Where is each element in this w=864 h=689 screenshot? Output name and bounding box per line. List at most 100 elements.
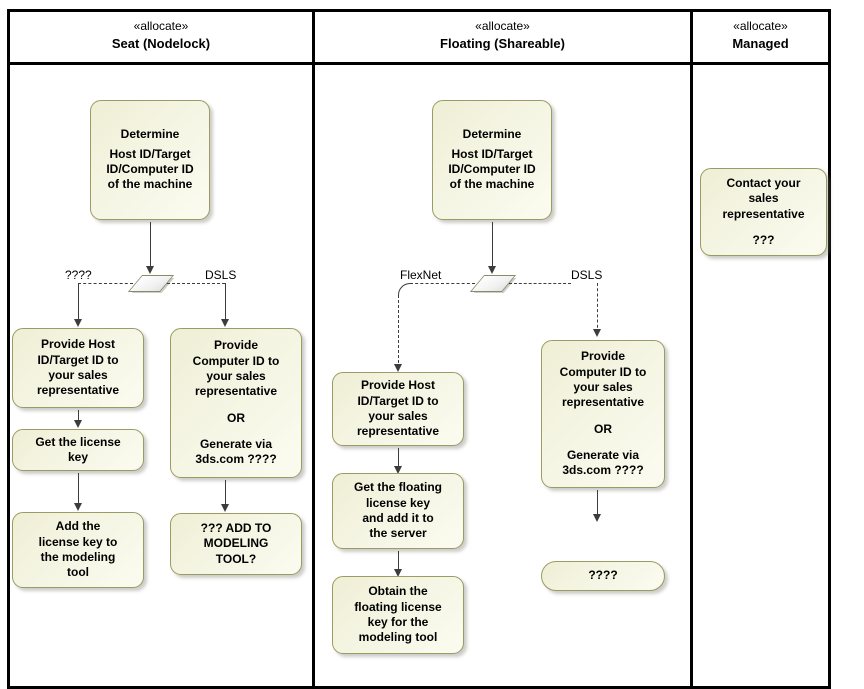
node-line: ID/Computer ID bbox=[106, 162, 194, 176]
node-line: of the machine bbox=[107, 177, 193, 192]
arrowhead-floating-right-1 bbox=[593, 329, 601, 337]
node-line: 3ds.com ???? bbox=[195, 452, 277, 467]
node-line: representative bbox=[561, 395, 645, 410]
lane-stereotype-seat: «allocate» bbox=[133, 19, 189, 34]
arrowhead-seat-right-2 bbox=[221, 504, 229, 512]
node-line: Determine bbox=[462, 127, 522, 142]
node-line: license key to bbox=[38, 534, 118, 549]
node-line: your sales bbox=[206, 368, 266, 383]
lane-header-seat: «allocate» Seat (Nodelock) bbox=[10, 12, 312, 60]
node-line: Generate via bbox=[199, 437, 273, 452]
node-floating-right-2[interactable]: ???? bbox=[541, 561, 665, 591]
connector-seat-guard-left bbox=[78, 283, 133, 284]
arrowhead-seat-left-3 bbox=[74, 503, 82, 511]
node-line: Get the license bbox=[35, 434, 121, 449]
node-line: representative bbox=[36, 383, 120, 398]
arrowhead-seat-decision bbox=[146, 266, 154, 274]
guard-label-seat-left: ???? bbox=[63, 268, 94, 282]
node-line: the modeling bbox=[40, 550, 116, 564]
node-line: the server bbox=[369, 526, 427, 541]
node-line: Add the bbox=[55, 519, 101, 534]
connector-seat-left-drop bbox=[78, 283, 79, 321]
node-line: Generate via bbox=[566, 448, 640, 463]
node-line: Computer ID to bbox=[192, 353, 280, 368]
node-line: Determine bbox=[120, 127, 180, 142]
node-line: ??? ADD TO bbox=[200, 520, 272, 535]
node-line: Provide Host bbox=[360, 378, 435, 393]
guard-label-seat-right: DSLS bbox=[203, 268, 239, 282]
node-line: of the machine bbox=[449, 177, 535, 192]
arrowhead-floating-left-1 bbox=[394, 364, 402, 372]
node-line: Get the floating bbox=[354, 480, 442, 495]
connector-seat-right-drop bbox=[225, 283, 226, 321]
node-line: Provide bbox=[213, 338, 258, 353]
node-line: your sales bbox=[368, 409, 428, 423]
node-line: Provide bbox=[580, 349, 625, 364]
connector-floating-left-drop bbox=[398, 295, 399, 368]
node-line: OR bbox=[227, 410, 245, 425]
node-line: OR bbox=[594, 421, 612, 436]
lane-stereotype-floating: «allocate» bbox=[475, 19, 530, 34]
decision-node-seat[interactable] bbox=[127, 274, 175, 293]
lane-title-floating: Floating (Shareable) bbox=[440, 36, 565, 52]
node-line: Computer ID to bbox=[559, 364, 647, 379]
connector-seat-determine-to-decision bbox=[150, 222, 151, 272]
node-line: ID/Computer ID bbox=[448, 162, 536, 176]
decision-node-floating[interactable] bbox=[469, 274, 517, 293]
connector-floating-right-1-2 bbox=[597, 490, 598, 518]
connector-seat-guard-right bbox=[167, 283, 225, 284]
node-line: Host ID/Target bbox=[451, 146, 533, 161]
lane-title-seat: Seat (Nodelock) bbox=[111, 36, 211, 52]
arrowhead-floating-decision bbox=[488, 266, 496, 274]
arrowhead-seat-left-1 bbox=[74, 319, 82, 327]
arrowhead-seat-left-2 bbox=[74, 420, 82, 428]
node-line: sales bbox=[748, 191, 779, 206]
lane-header-floating: «allocate» Floating (Shareable) bbox=[315, 12, 690, 60]
lane-header-managed: «allocate» Managed bbox=[693, 12, 828, 60]
node-line: representative bbox=[722, 206, 805, 221]
node-line: Host ID/Target bbox=[109, 146, 191, 161]
connector-floating-guard-left bbox=[410, 283, 475, 284]
node-line: TOOL? bbox=[215, 551, 257, 566]
connector-floating-determine-to-decision bbox=[492, 222, 493, 272]
node-line: floating license bbox=[354, 599, 442, 614]
node-line: your sales bbox=[573, 379, 633, 394]
node-line: and add it to bbox=[362, 511, 434, 525]
guard-label-floating-left: FlexNet bbox=[398, 268, 444, 282]
connector-floating-left-2-3 bbox=[398, 551, 399, 573]
connector-seat-left-2-3 bbox=[78, 473, 79, 507]
node-line: license key bbox=[365, 495, 431, 510]
node-line: representative bbox=[356, 424, 440, 439]
node-line: Provide Host bbox=[40, 337, 115, 352]
arrowhead-floating-left-2 bbox=[394, 466, 402, 474]
arrowhead-floating-right-2 bbox=[593, 514, 601, 522]
node-line: Contact your bbox=[726, 175, 801, 190]
node-line: tool bbox=[67, 565, 89, 580]
node-line: ???? bbox=[588, 568, 618, 583]
node-line: MODELING bbox=[203, 536, 269, 551]
node-line: ID/Target ID to bbox=[357, 393, 439, 408]
node-line: ??? bbox=[752, 232, 775, 247]
node-line: representative bbox=[194, 384, 278, 399]
connector-floating-left-1-2 bbox=[398, 448, 399, 470]
connector-floating-left-elbow bbox=[398, 283, 412, 297]
connector-floating-guard-right bbox=[509, 283, 571, 284]
node-line: key for the bbox=[367, 615, 429, 629]
node-line: key bbox=[67, 450, 89, 464]
arrowhead-floating-left-3 bbox=[394, 569, 402, 577]
connector-seat-right-1-2 bbox=[225, 480, 226, 508]
node-line: modeling tool bbox=[358, 630, 438, 645]
arrowhead-seat-right-1 bbox=[221, 319, 229, 327]
